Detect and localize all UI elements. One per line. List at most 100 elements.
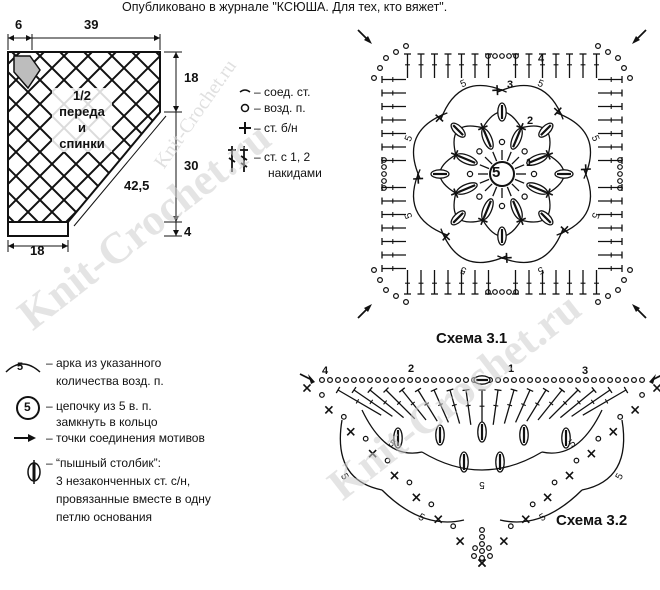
chain-stitch	[335, 377, 342, 384]
arc-count-label: 5	[538, 511, 549, 524]
chain-stitch	[381, 157, 387, 163]
chain-stitch	[498, 202, 506, 210]
dc-stitch-top	[494, 388, 502, 392]
puff-stitch	[435, 424, 445, 446]
lattice-line	[95, 52, 160, 222]
legend-puff-line4: петлю основания	[56, 510, 153, 524]
chain-arc	[421, 451, 543, 471]
chain-stitch	[439, 377, 446, 384]
sc-stitch	[560, 225, 569, 235]
legend-slip: – соед. ст.	[254, 85, 311, 99]
arc-count-label: 5	[479, 479, 485, 490]
legend-puff-line3: провязанные вместе в одну	[56, 492, 211, 506]
chain-stitch	[393, 293, 400, 300]
puff-stitch	[459, 451, 469, 473]
dc-stitch	[465, 389, 472, 425]
dc-stitch	[515, 389, 531, 423]
round1-spoke	[506, 186, 512, 197]
legend-chain: – возд. п.	[254, 101, 306, 115]
chain-stitch	[507, 523, 514, 530]
chain-stitch	[479, 533, 486, 540]
chain-stitch	[513, 53, 519, 59]
puff-stitch	[538, 210, 554, 226]
sc-stitch	[346, 427, 355, 436]
chain-stitch	[383, 287, 390, 294]
puff-core	[528, 154, 546, 164]
join-arrow-head	[364, 304, 372, 312]
chain-stitch	[479, 554, 486, 561]
puff-stitch	[497, 102, 507, 122]
sc-stitch	[453, 188, 459, 199]
round1-spoke	[492, 151, 498, 162]
scheme1-round-2: 2	[527, 115, 534, 127]
chain-stitch	[573, 457, 580, 464]
arc-count-label: 5	[403, 133, 415, 143]
legend-puff-line1: – “пышный столбик”:	[46, 456, 161, 470]
ring-icon-count: 5	[24, 400, 31, 414]
chain-stitch	[513, 289, 519, 295]
round1-spoke	[511, 156, 520, 165]
arc-count-label: 5	[589, 134, 601, 144]
dc-stitch	[401, 389, 427, 421]
chain-stitch	[466, 170, 474, 178]
dc-stitch-bar	[548, 401, 554, 406]
dc-stitch-bar	[534, 402, 540, 406]
dc-stitch-top	[367, 386, 373, 394]
chain-stitch	[598, 377, 605, 384]
chain-arc	[581, 419, 625, 491]
dc-stitch	[353, 389, 393, 417]
dc-stitch	[526, 389, 547, 422]
dc-stitch	[492, 389, 499, 425]
chain-stitch	[492, 289, 498, 295]
chain-stitch	[499, 289, 505, 295]
puff-core	[458, 154, 476, 164]
sc-stitch	[435, 113, 444, 123]
join-arrow-head	[632, 36, 640, 44]
chain-stitch	[486, 545, 492, 551]
dc-stitch	[449, 389, 461, 424]
chain-stitch	[407, 377, 414, 384]
chain-stitch	[381, 185, 387, 191]
chain-stitch	[343, 377, 350, 384]
chain-stitch	[521, 193, 528, 200]
chain-stitch	[375, 377, 382, 384]
sc-stitch	[390, 471, 399, 480]
dc-stitch-bar	[355, 398, 360, 404]
sc-stitch	[543, 493, 552, 502]
dc-stitch-bar	[410, 401, 416, 406]
dc-stitch-bar	[424, 402, 430, 406]
sc-stitch	[565, 471, 574, 480]
chain-stitch	[617, 185, 623, 191]
arc-count-label: 5	[458, 264, 468, 276]
dc-stitch	[337, 389, 382, 416]
sc-stitch	[652, 383, 660, 393]
scheme1-center-count: 5	[492, 164, 501, 181]
puff-core	[512, 200, 522, 218]
sc-stitch	[417, 173, 420, 184]
chain-stitch	[495, 377, 502, 384]
chain-stitch	[595, 435, 602, 442]
puff-stitch	[561, 427, 571, 449]
ring-icon	[16, 396, 40, 420]
puff-stitch	[430, 169, 450, 179]
legend-dc-line1: – ст. с 1, 2	[254, 150, 311, 164]
chain-stitch	[526, 377, 533, 384]
scheme1-round-3: 3	[507, 79, 514, 91]
chain-stitch	[487, 552, 494, 559]
chain-stitch	[362, 435, 369, 442]
shaded-half-motif	[13, 55, 41, 90]
legend-arc-line1: – арка из указанного	[46, 356, 162, 370]
chain-stitch	[499, 53, 505, 59]
scheme2-round-4: 4	[322, 365, 329, 377]
chain-stitch	[492, 53, 498, 59]
join-arrow-head	[632, 304, 640, 312]
chain-stitch	[604, 293, 611, 300]
chain-stitch	[582, 377, 589, 384]
chain-stitch	[428, 501, 435, 508]
chain-arc	[361, 409, 423, 454]
dc-stitch-bar	[604, 398, 609, 404]
dc-stitch	[537, 389, 563, 421]
chain-stitch	[511, 377, 518, 384]
